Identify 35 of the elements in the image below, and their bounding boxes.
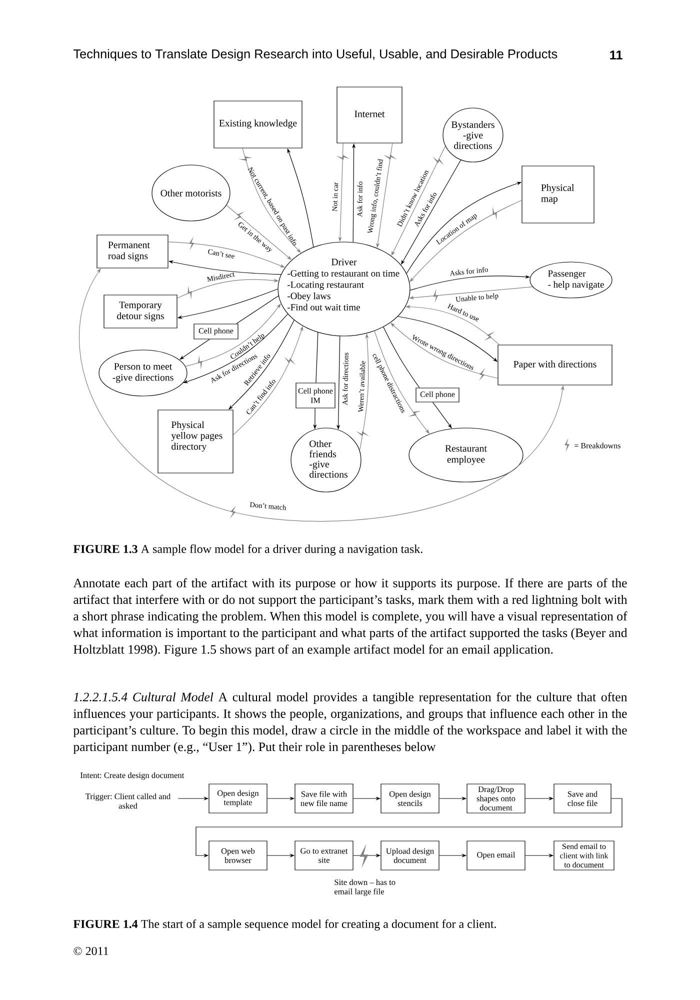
entity-box: Existing knowledge: [214, 100, 302, 148]
copyright-line: © 2011: [74, 946, 108, 956]
process-box: Send email to client with link to document: [554, 840, 614, 870]
channel-box: Cell phone: [416, 388, 460, 402]
process-box: Drag/Drop shapes onto document: [466, 784, 526, 814]
breakdown-note: Site down – has to email large file: [334, 879, 396, 896]
running-header: Techniques to Translate Design Research into Useful, Usable, and Desirable Products: [73, 49, 558, 61]
intent-text: Intent: Create design document: [80, 772, 184, 780]
entity-box: Internet: [336, 86, 402, 144]
trigger-text: Trigger: Client called and asked: [86, 793, 171, 809]
process-box: Open web browser: [208, 840, 268, 870]
entity-box: Paper with directions: [498, 344, 612, 386]
process-box: Open design stencils: [380, 784, 440, 814]
page-number: 11: [610, 50, 622, 60]
connector-line: [383, 326, 420, 388]
entity-box: Physical map: [522, 166, 594, 224]
entity-box: Temporary detour signs: [104, 294, 178, 328]
process-box: Open design template: [208, 784, 268, 814]
connector-line: [236, 296, 279, 324]
process-box: Save file with new file name: [294, 784, 354, 814]
figure-caption: FIGURE 1.4 The start of a sample sequence model for creating a document for a client.: [73, 919, 496, 931]
connector-line: [316, 332, 318, 383]
channel-box: Cell phone: [194, 324, 238, 340]
body-paragraph: Annotate each part of the artifact with its purpose or how it supports its purpose. If there are parts of the artifact that interfere with or do not support the participant’s tasks, mark them with a red lightning bolt with a short phrase indicating the problem. When this model is complete, you will have a visual representation of what information is important to the participant and what parts of the artifact supported the tasks (Beyer and Holtzblatt 1998). Figure 1.5 shows part of an example artifact model for an email application.: [73, 578, 628, 656]
process-box: Go to extranet site: [294, 840, 354, 870]
figure-caption: FIGURE 1.3 A sample flow model for a driver during a navigation task.: [73, 544, 422, 556]
channel-box: Cell phone IM: [296, 382, 336, 408]
legend-text: = Breakdowns: [574, 442, 620, 448]
entity-box: Permanent road signs: [96, 234, 168, 268]
process-box: Open email: [466, 840, 526, 870]
entity-box: Physical yellow pages directory: [158, 410, 234, 474]
body-paragraph: 1.2.2.1.5.4 Cultural Model A cultural model provides a tangible representation for the culture that often influences your participants. It shows the people, organizations, and groups that influence each other in the participant’s culture. To begin this model, draw a circle in the middle of the workspace and label it with the participant number (e.g., “User 1”). Put their role in parentheses below: [73, 692, 628, 754]
process-box: Upload design document: [380, 840, 440, 870]
arrow: [185, 304, 281, 367]
process-box: Save and close file: [554, 784, 612, 814]
